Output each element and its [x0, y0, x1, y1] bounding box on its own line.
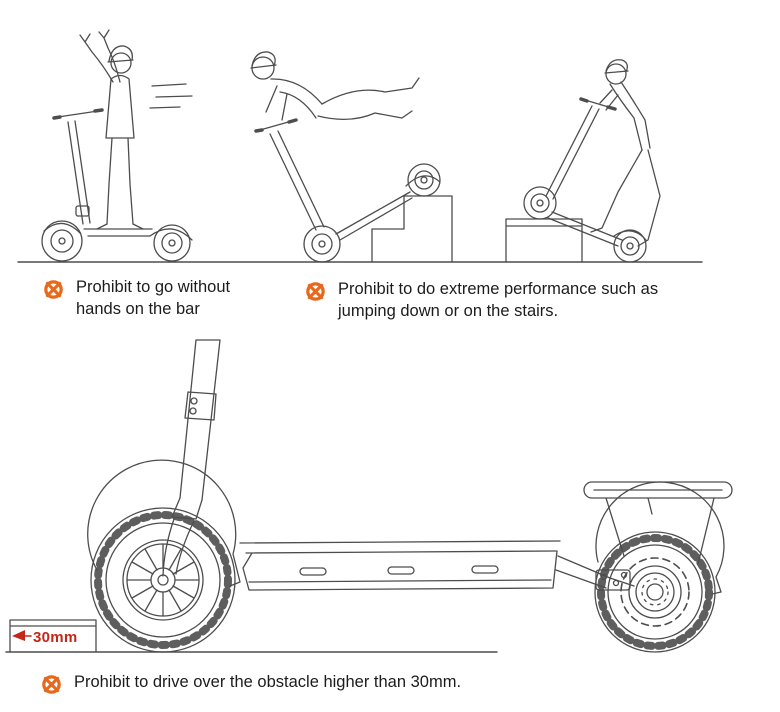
caption-no-hands: Prohibit to go without hands on the bar: [42, 277, 292, 321]
rear-rack: [583, 481, 733, 565]
illustrations-top: [17, 29, 703, 263]
prohibit-icon: [304, 280, 327, 310]
rear-wheel: [594, 531, 716, 653]
front-fender: [87, 459, 241, 587]
motion-lines: [149, 83, 193, 109]
caption-obstacle-line1: Prohibit to drive over the obstacle high…: [74, 673, 462, 691]
rear-fender: [595, 481, 725, 595]
rider-1: [79, 29, 144, 230]
prohibit-icon: [42, 278, 65, 308]
front-wheel: [90, 507, 236, 653]
obstacle-dimension: 30mm: [12, 629, 78, 646]
stair-block: [505, 218, 583, 263]
illustration-on-stairs: [505, 59, 661, 263]
scooter-1: [41, 108, 193, 262]
scooter-2: [254, 118, 441, 263]
caption-no-hands-line1: Prohibit to go without: [76, 278, 231, 296]
caption-obstacle: Prohibit to drive over the obstacle high…: [40, 672, 600, 703]
illustration-no-hands: [41, 29, 193, 262]
front-spokes: [126, 543, 200, 617]
caption-extreme: Prohibit to do extreme performance such …: [304, 279, 734, 323]
caption-extreme-line2: jumping down or on the stairs.: [338, 301, 559, 320]
caption-extreme-line1: Prohibit to do extreme performance such …: [338, 280, 659, 298]
deck: [239, 540, 561, 591]
prohibit-icon: [40, 673, 63, 703]
illustration-obstacle: 30mm: [5, 339, 733, 653]
dimension-arrow-icon: [12, 630, 25, 641]
obstacle-height-label: 30mm: [33, 629, 78, 646]
illustration-jump-stairs: [250, 51, 453, 263]
rider-2-falling: [250, 51, 420, 121]
caption-no-hands-line2: hands on the bar: [76, 299, 200, 318]
scooter-3: [523, 97, 647, 263]
rider-3: [590, 59, 661, 247]
stairs-down: [371, 195, 453, 263]
obstacle-block: [9, 619, 97, 653]
